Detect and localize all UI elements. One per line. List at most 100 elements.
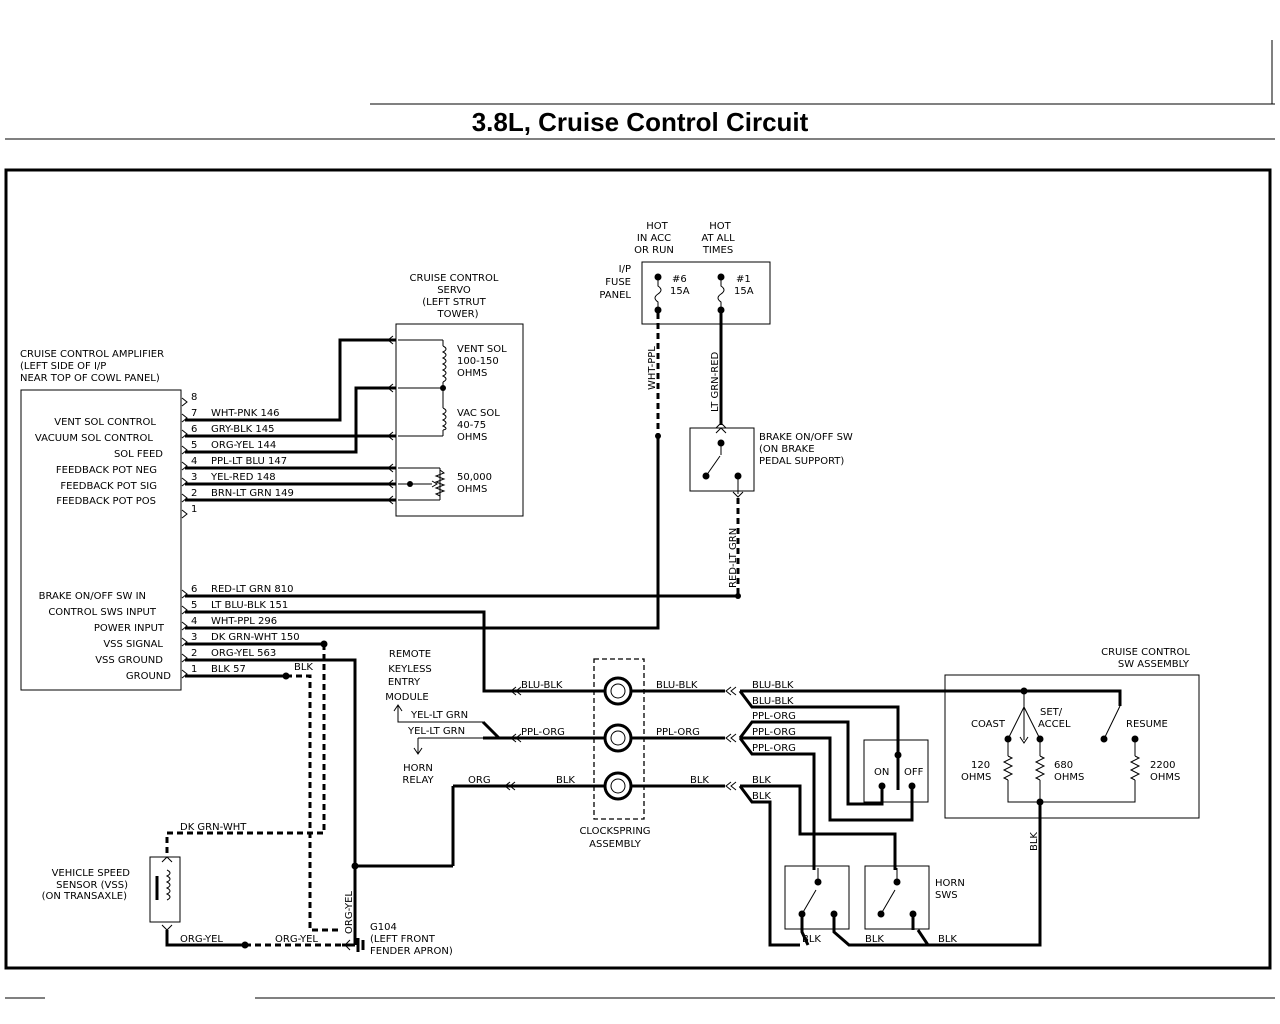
pin-number: 3: [191, 472, 197, 483]
wire-org-yel-144: [185, 386, 396, 454]
page-title: 3.8L, Cruise Control Circuit: [472, 107, 809, 137]
wire-label: BLK: [556, 775, 575, 786]
wire-wht-pnk-146: [185, 338, 396, 422]
ground-symbol: [342, 938, 365, 952]
brake-switch: BRAKE ON/OFF SW (ON BRAKE PEDAL SUPPORT): [689, 427, 853, 498]
pin-number: 4: [191, 616, 197, 627]
r1-unit: OHMS: [961, 772, 991, 783]
wire-label-org: ORG: [468, 775, 491, 786]
brake-switch-box: [689, 427, 755, 492]
wire-org-yel-vss: [165, 930, 245, 947]
clockspring-coil-inner: [610, 683, 626, 699]
fuse1-element: [654, 280, 662, 307]
pin-number: 7: [191, 408, 197, 419]
switch-contact: [878, 782, 886, 790]
horn-switch-box-2: [864, 865, 930, 930]
pin-number: 1: [191, 664, 197, 675]
pin-label-vss-signal: VSS SIGNAL: [103, 639, 163, 650]
wire-label: PPL-ORG: [752, 727, 796, 738]
amplifier-label-line3: NEAR TOP OF COWL PANEL): [20, 373, 160, 384]
wire-label: WHT-PPL 296: [211, 616, 277, 627]
fuse-terminal: [717, 306, 725, 314]
hot1-line3: OR RUN: [634, 245, 674, 256]
wire-yel-lt-grn-keyless: [397, 706, 483, 723]
wire-label: DK GRN-WHT 150: [211, 632, 300, 643]
r1-value: 120: [971, 760, 990, 771]
wire-blk-cruise-ground: [916, 802, 1042, 947]
wire-label-red-lt-grn: RED-LT GRN: [728, 528, 739, 588]
wire-label: BLK: [752, 775, 771, 786]
pin-number: 6: [191, 424, 197, 435]
servo-box: [395, 323, 524, 517]
clockspring-label1: CLOCKSPRING: [579, 826, 650, 837]
r3-unit: OHMS: [1150, 772, 1180, 783]
wire-dk-grn-wht-dashed: [165, 644, 326, 857]
wire-label: PPL-LT BLU 147: [211, 456, 287, 467]
cruise-sw-common: [1024, 689, 1122, 706]
hot2-line2: AT ALL: [701, 233, 735, 244]
fuse-terminal: [654, 306, 662, 314]
vss-label1: VEHICLE SPEED: [52, 868, 131, 879]
wire-blk-a: [740, 784, 897, 870]
fuse2-element: [717, 280, 725, 307]
wire-label: PPL-ORG: [752, 711, 796, 722]
clockspring-coil: [603, 676, 633, 706]
coast-label: COAST: [971, 719, 1006, 730]
wire-label-yel-lt-grn-1: YEL-LT GRN: [410, 710, 468, 721]
r3-value: 2200: [1150, 760, 1175, 771]
wire-lt-blu-blk-151: [185, 610, 509, 693]
horn-switch-box-1: [784, 865, 850, 930]
switch-contact: [908, 782, 916, 790]
wire-label: LT BLU-BLK 151: [211, 600, 288, 611]
pin-number: 4: [191, 456, 197, 467]
fuse-terminal: [654, 273, 662, 281]
amplifier-label-line2: (LEFT SIDE OF I/P: [20, 361, 106, 372]
servo-label-line3: (LEFT STRUT: [422, 297, 486, 308]
set-label1: SET/: [1040, 707, 1063, 718]
pin-label-pot-neg: FEEDBACK POT NEG: [56, 465, 157, 476]
wire-label-org-yel: ORG-YEL: [180, 934, 223, 945]
wire-label: BLK: [690, 775, 709, 786]
horn-switch-arms: [801, 868, 898, 915]
vac-sol-coil: [441, 407, 447, 431]
wire-label: BLK: [938, 934, 957, 945]
clockspring-coil-inner: [610, 730, 626, 746]
brake-sw-label3: PEDAL SUPPORT): [759, 456, 844, 467]
fuse-panel-label3: PANEL: [599, 290, 631, 301]
pot-resistor: [434, 469, 446, 497]
wire-label-dk-grn-wht: DK GRN-WHT: [180, 822, 247, 833]
wire-label: ORG-YEL 144: [211, 440, 276, 451]
clockspring-label2: ASSEMBLY: [589, 839, 642, 850]
pin-label-pot-sig: FEEDBACK POT SIG: [60, 481, 157, 492]
amplifier: CRUISE CONTROL AMPLIFIER (LEFT SIDE OF I…: [20, 349, 300, 691]
clockspring-coil: [603, 723, 633, 753]
brake-sw-label2: (ON BRAKE: [759, 444, 815, 455]
pin-number: 2: [191, 488, 197, 499]
wire-label: BLK: [865, 934, 884, 945]
arrow-keyless: [393, 704, 403, 712]
junction-dot: [407, 481, 413, 487]
pin-number: 6: [191, 584, 197, 595]
connector-chevrons: [181, 397, 188, 679]
wire-ppl-org-b: [740, 736, 914, 822]
keyless-label3: ENTRY: [388, 677, 421, 688]
hot1-line1: HOT: [646, 221, 668, 232]
vent-sol-ohms: 100-150: [457, 356, 499, 367]
wire-label: BLK 57: [211, 664, 246, 675]
arrow-set: [1019, 736, 1029, 744]
wire-label: GRY-BLK 145: [211, 424, 275, 435]
horn-sws-label1: HORN: [935, 878, 965, 889]
pin-label-pot-pos: FEEDBACK POT POS: [56, 496, 156, 507]
pin-number: 5: [191, 440, 197, 451]
hot2-line3: TIMES: [702, 245, 733, 256]
servo-label-line1: CRUISE CONTROL: [410, 273, 499, 284]
wire-label: YEL-RED 148: [210, 472, 276, 483]
r2-value: 680: [1054, 760, 1073, 771]
clockspring: CLOCKSPRING ASSEMBLY BLU-BLK PPL-ORG BLK…: [468, 658, 709, 850]
r2-unit: OHMS: [1054, 772, 1084, 783]
blk-label-vertical: BLK: [1029, 832, 1040, 851]
vss-label3: (ON TRANSAXLE): [42, 891, 128, 902]
wire-label: BLK: [802, 934, 821, 945]
keyless-label2: KEYLESS: [388, 664, 432, 675]
on-off-switch-box: [863, 739, 929, 803]
